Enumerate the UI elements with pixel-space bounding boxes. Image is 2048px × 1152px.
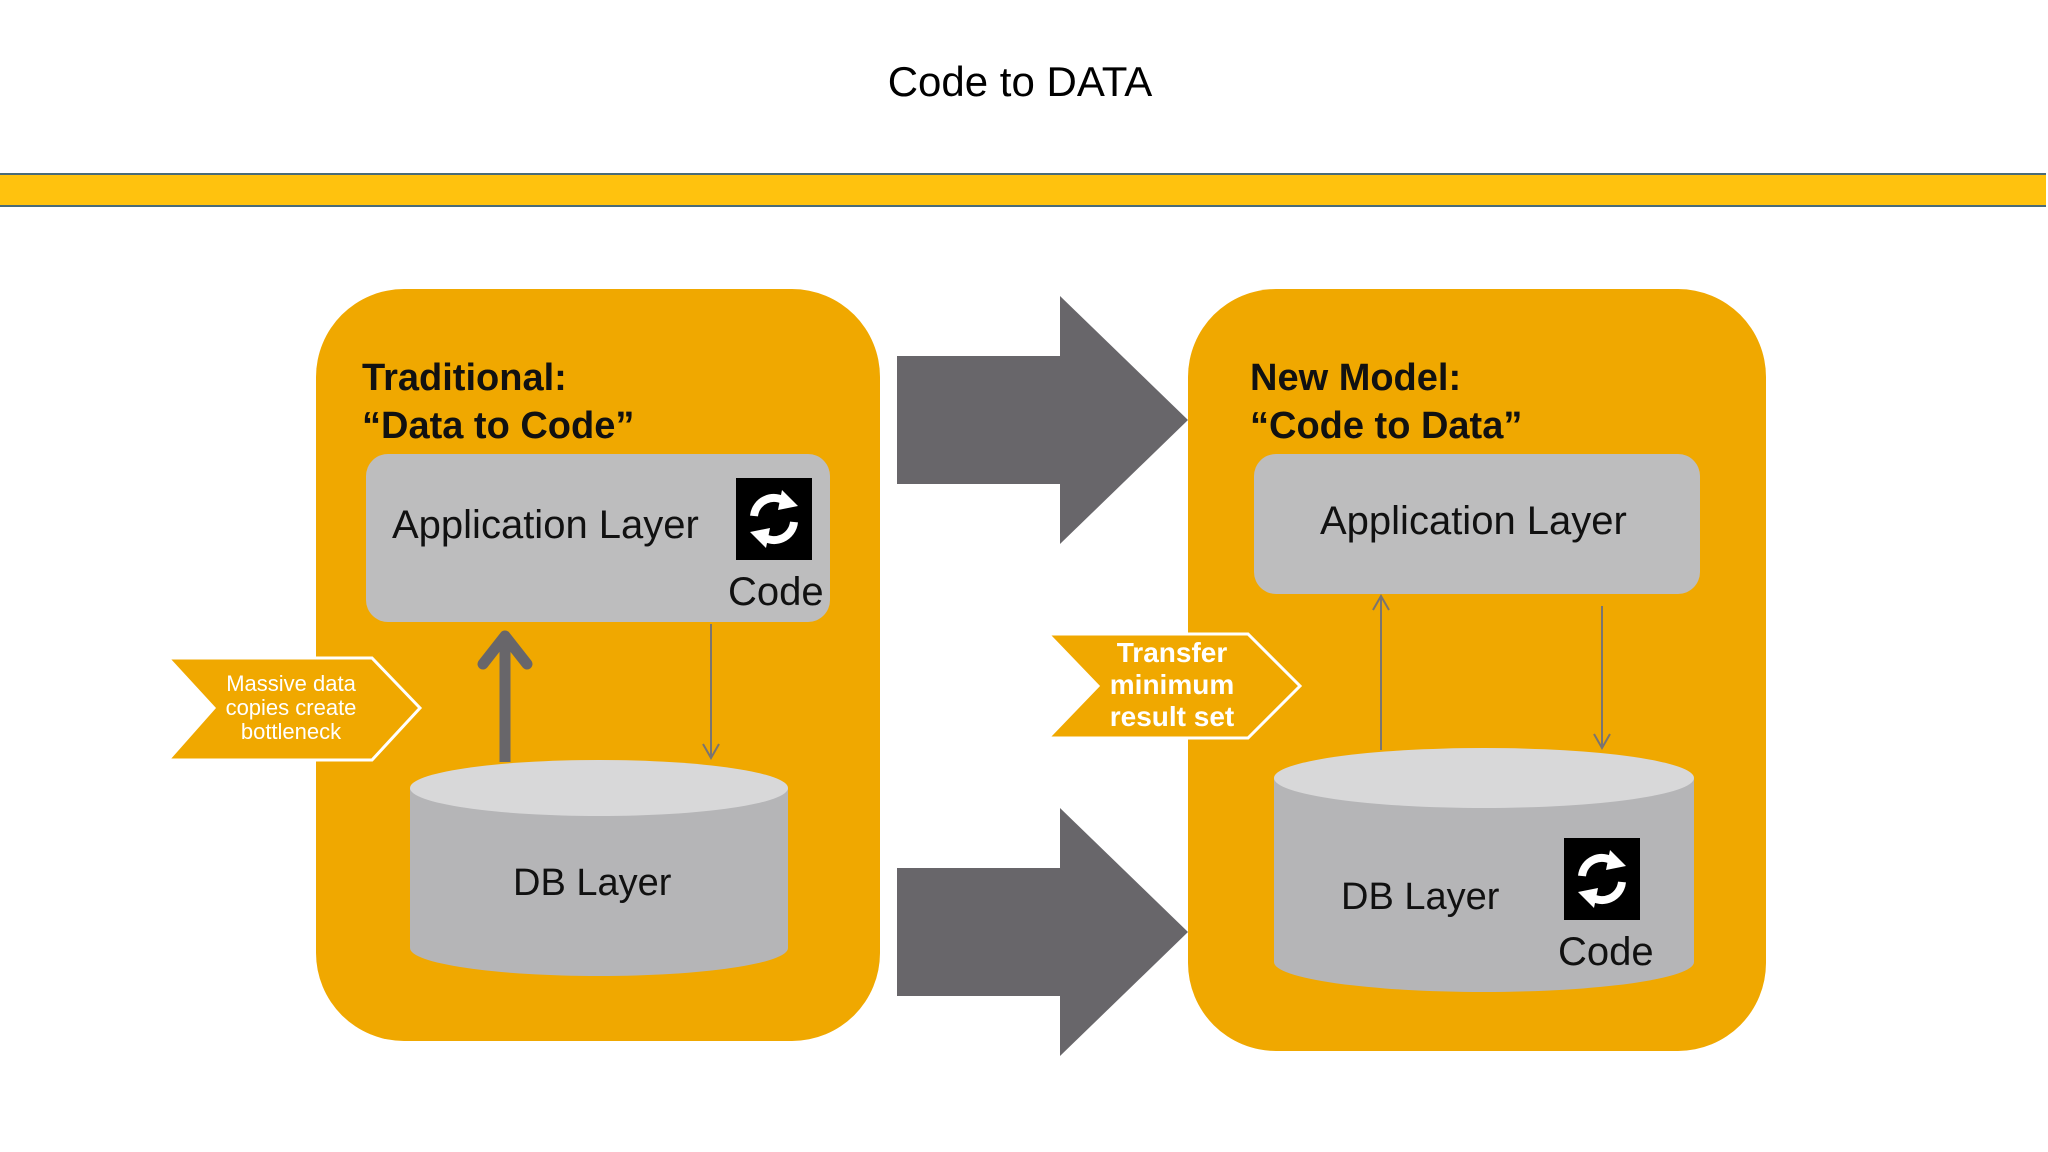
new-model-app-layer — [1254, 454, 1700, 594]
transfer-result-callout: Transfer minimum result set — [1109, 637, 1235, 732]
refresh-cycle-icon — [1564, 838, 1640, 920]
transfer-result-callout-shape — [1044, 632, 1303, 740]
traditional-down-arrow — [702, 624, 720, 761]
new-model-app-label: Application Layer — [1320, 499, 1627, 543]
new-model-down-arrow — [1593, 606, 1611, 751]
new-model-code-label: Code — [1558, 930, 1654, 974]
massive-data-arrow — [477, 630, 533, 762]
traditional-heading: Traditional: “Data to Code” — [362, 357, 635, 447]
transition-arrow-bottom — [897, 808, 1188, 1056]
refresh-cycle-icon — [736, 478, 812, 560]
massive-data-callout-shape — [164, 656, 423, 762]
new-model-up-arrow — [1372, 593, 1390, 750]
traditional-db-cylinder — [410, 760, 788, 976]
transition-arrow-top — [897, 296, 1188, 544]
new-model-db-cylinder — [1274, 748, 1694, 992]
traditional-code-label: Code — [728, 570, 824, 614]
new-model-db-label: DB Layer — [1341, 876, 1500, 918]
traditional-app-label: Application Layer — [392, 503, 699, 547]
slide-title: Code to DATA — [887, 58, 1153, 105]
massive-data-callout: Massive data copies create bottleneck — [225, 671, 357, 744]
traditional-db-label: DB Layer — [513, 862, 672, 904]
new-model-heading: New Model: “Code to Data” — [1250, 357, 1523, 447]
accent-bar — [0, 173, 2046, 207]
